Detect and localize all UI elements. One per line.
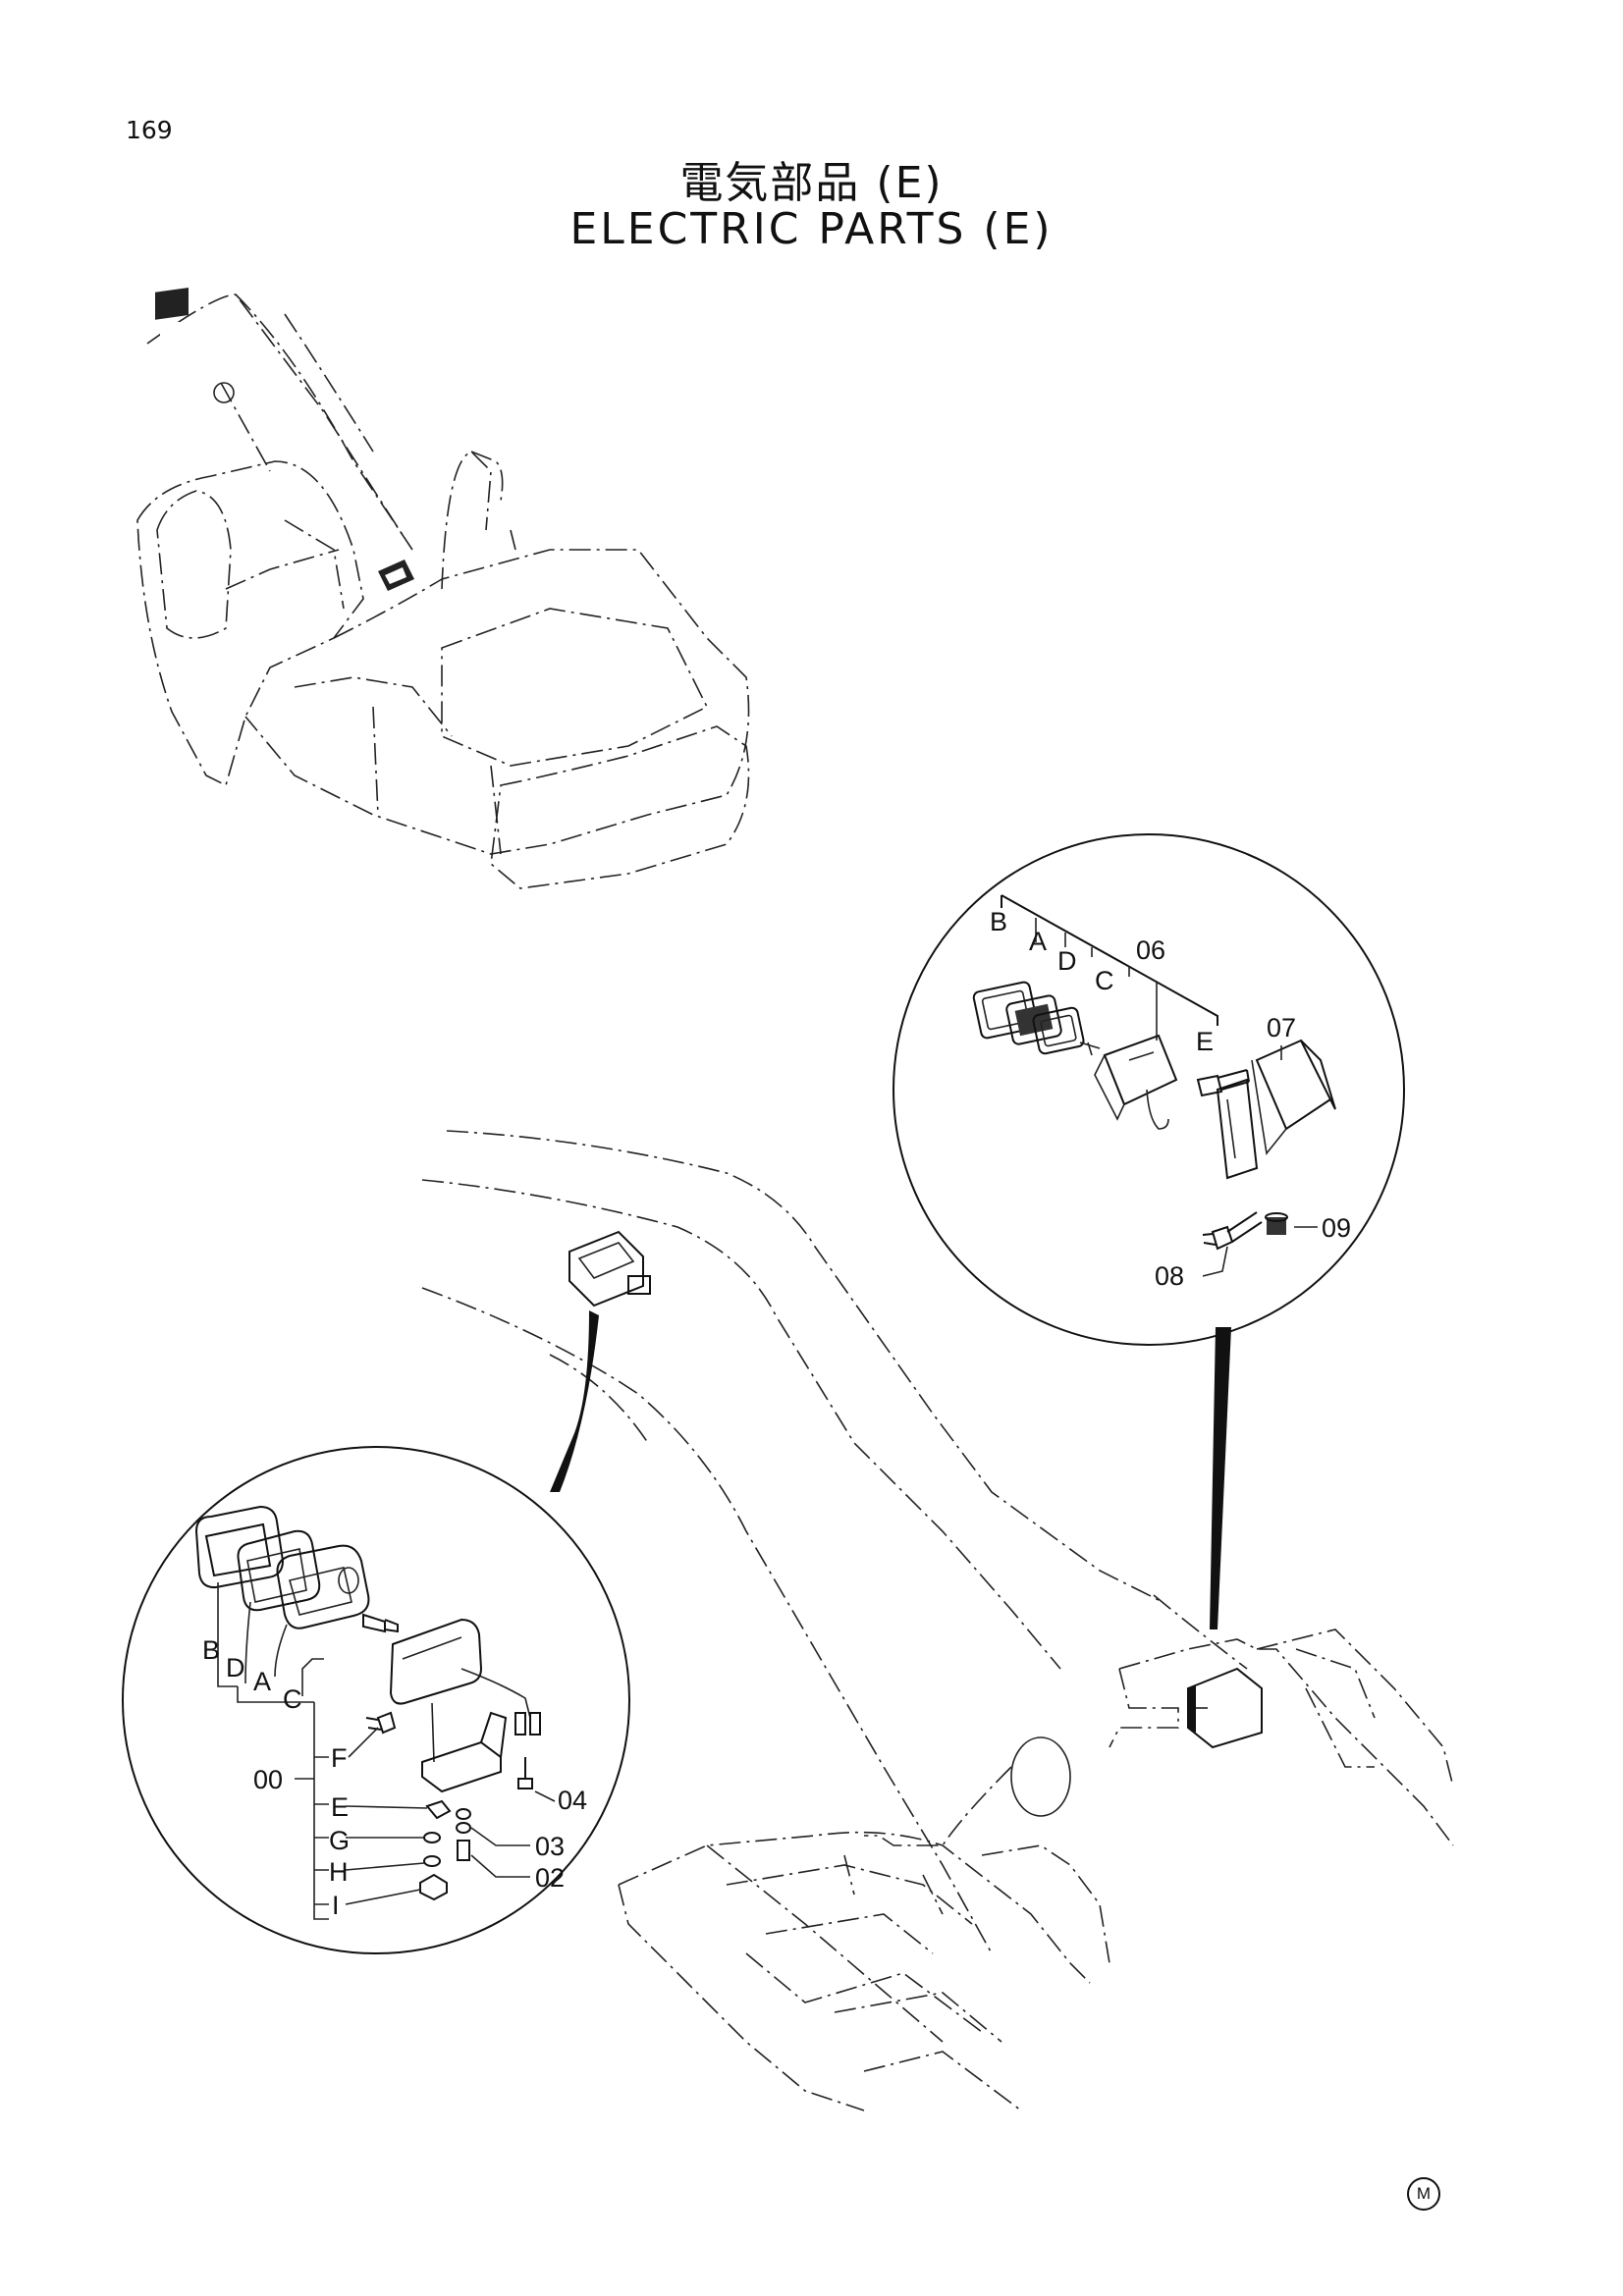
- label-03: 03: [535, 1832, 565, 1861]
- lamp-bracket-07: [1216, 1039, 1336, 1180]
- excavator-overview: [136, 288, 750, 889]
- lamp-housing-a-left: [276, 1544, 370, 1629]
- cab-mounted-lamp: [378, 560, 414, 591]
- corner-mark: M: [1407, 2177, 1440, 2211]
- detail-leader-left: [550, 1310, 599, 1492]
- lamp-bezel-b: [972, 981, 1039, 1040]
- label-c-left: C: [283, 1684, 302, 1714]
- mounting-bracket: [421, 1711, 508, 1793]
- label-08: 08: [1155, 1261, 1184, 1291]
- label-d: D: [1057, 946, 1077, 976]
- label-09: 09: [1322, 1213, 1351, 1243]
- page-title-japanese: 電気部品 (E): [679, 158, 944, 208]
- label-04: 04: [558, 1786, 587, 1815]
- bolt-e: [1196, 1069, 1250, 1097]
- label-00: 00: [253, 1765, 283, 1794]
- boom-and-deck-outline: [421, 1130, 1454, 2111]
- boom-lamp: [568, 1230, 651, 1308]
- label-a: A: [1029, 927, 1047, 956]
- label-c: C: [1095, 966, 1114, 995]
- label-e: E: [1196, 1027, 1214, 1056]
- label-e-left: E: [331, 1792, 349, 1822]
- label-02: 02: [535, 1863, 565, 1893]
- page-title-english: ELECTRIC PARTS (E): [569, 204, 1054, 254]
- bolt-08: [1202, 1211, 1263, 1251]
- label-g: G: [329, 1826, 350, 1855]
- upper-right-detail: B A D C 06 E 07 09 08: [893, 833, 1405, 1346]
- lamp-base-housing: [389, 1618, 531, 1763]
- rubber-mount-09: [1265, 1212, 1288, 1235]
- label-b: B: [990, 907, 1007, 936]
- lamp-bezel-b-left: [194, 1505, 285, 1589]
- label-i: I: [332, 1891, 340, 1920]
- bulb-c-left: [362, 1613, 399, 1633]
- label-06: 06: [1136, 935, 1165, 965]
- label-b-left: B: [202, 1635, 220, 1665]
- lamp-gasket-d: [1032, 1006, 1085, 1055]
- lamp-lens-d-left: [237, 1529, 321, 1612]
- detail-leader-right: [1210, 1327, 1231, 1629]
- lower-left-detail: B D A C F 00 E G H I 04 03 02: [122, 1446, 630, 1954]
- label-f: F: [331, 1743, 348, 1773]
- deck-work-lamp: [1187, 1667, 1263, 1749]
- label-07: 07: [1267, 1013, 1296, 1042]
- label-h: H: [329, 1857, 349, 1887]
- lamp-housing-06: [1094, 1034, 1178, 1130]
- label-d-left: D: [226, 1653, 245, 1682]
- boom-work-lamp: [155, 288, 189, 336]
- bolt-f: [365, 1711, 397, 1735]
- page-number: 169: [126, 116, 173, 144]
- label-a-left: A: [253, 1667, 271, 1696]
